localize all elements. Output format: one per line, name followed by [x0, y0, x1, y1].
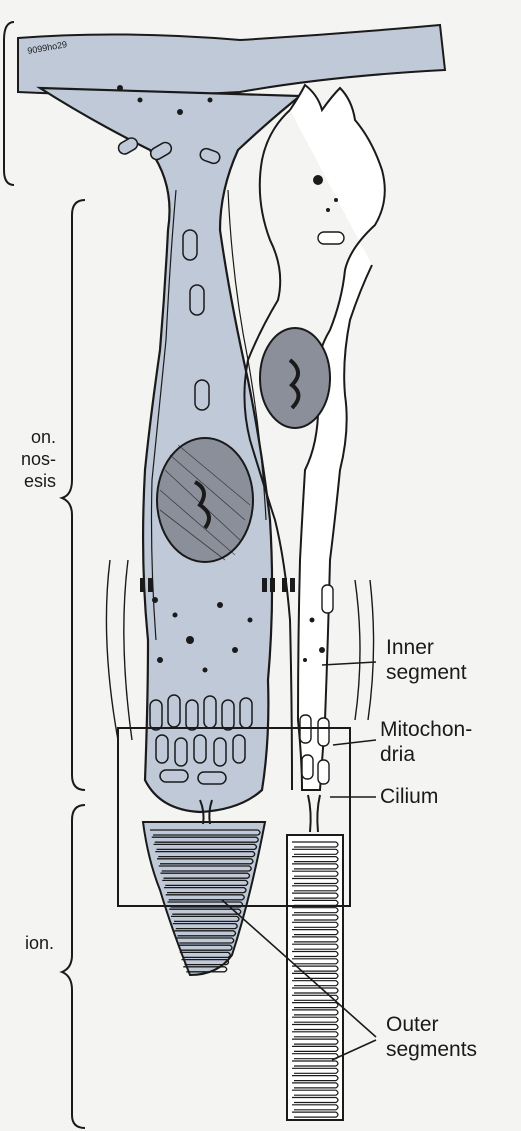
mitochondria-label: Mitochon- dria: [380, 717, 472, 767]
rod-outer-segment: [287, 835, 343, 1120]
mitochondria-line1: Mitochon-: [380, 717, 472, 742]
outer-segments-line1: Outer: [386, 1012, 477, 1037]
outer-limiting-band: [18, 25, 445, 95]
cilium-label: Cilium: [380, 784, 438, 809]
left-brackets: [4, 22, 85, 1128]
outer-segments-line2: segments: [386, 1037, 477, 1062]
rod-outline: [290, 85, 385, 790]
inner-segment-label: Inner segment: [386, 635, 467, 685]
outer-segments-label: Outer segments: [386, 1012, 477, 1062]
cone-outer-segment: [143, 822, 265, 975]
mitochondria-line2: dria: [380, 742, 472, 767]
inner-segment-line2: segment: [386, 660, 467, 685]
left-lower-label: ion.: [2, 932, 54, 954]
left-upper-label: on. nos- esis: [2, 426, 56, 492]
left-upper-line2: nos-: [2, 448, 56, 470]
left-upper-line1: on.: [2, 426, 56, 448]
left-upper-line3: esis: [2, 470, 56, 492]
inner-segment-line1: Inner: [386, 635, 467, 660]
